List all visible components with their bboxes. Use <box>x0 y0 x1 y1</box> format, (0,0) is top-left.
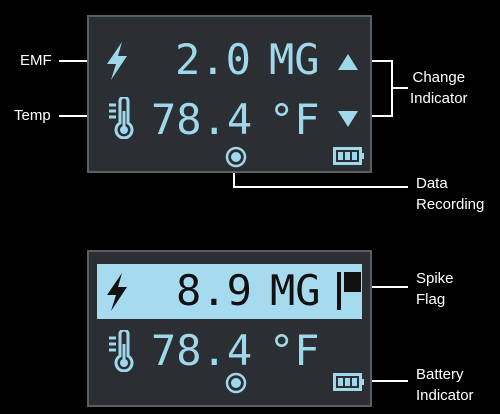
flag-icon <box>337 272 361 310</box>
change-indicator-bracket <box>366 60 408 117</box>
change-indicator-label: Change Indicator <box>410 67 468 109</box>
display-screen-normal: 2.0 MG 78.4 °F <box>87 15 372 173</box>
battery-indicator-label-line2: Indicator <box>416 387 474 404</box>
spike-emf-value: 8.9 <box>176 266 252 315</box>
data-recording-label-line1: Data <box>416 175 448 192</box>
battery-icon <box>333 147 364 165</box>
spike-flag-label: Spike Flag <box>416 268 454 310</box>
temp-unit: °F <box>269 326 320 375</box>
lightning-bolt-icon <box>107 273 127 311</box>
thermometer-icon <box>109 330 134 372</box>
record-dot-icon <box>225 372 247 394</box>
thermometer-icon <box>109 97 134 139</box>
temp-unit: °F <box>269 95 320 144</box>
emf-unit: MG <box>269 35 320 84</box>
data-recording-label-line2: Recording <box>416 196 485 213</box>
spike-emf-unit: MG <box>270 266 321 315</box>
change-indicator-label-line2: Indicator <box>410 90 468 107</box>
lightning-bolt-icon <box>107 42 127 80</box>
battery-icon <box>333 373 364 391</box>
spike-highlight-band: 8.9 MG <box>97 264 362 319</box>
temp-value: 78.4 <box>151 326 253 375</box>
spike-flag-label-line1: Spike <box>416 270 454 287</box>
data-recording-label: Data Recording <box>416 173 484 215</box>
change-indicator-label-line1: Change <box>412 69 466 86</box>
record-dot-icon <box>225 146 247 168</box>
emf-label: EMF <box>20 52 52 69</box>
spike-flag-label-line2: Flag <box>416 291 446 308</box>
triangle-down-icon <box>338 111 358 127</box>
display-screen-spike: 8.9 MG 78.4 °F <box>87 250 372 407</box>
battery-indicator-label: Battery Indicator <box>416 364 474 406</box>
temp-label: Temp <box>14 107 51 124</box>
emf-value: 2.0 <box>175 35 251 84</box>
triangle-up-icon <box>338 54 358 70</box>
temp-value: 78.4 <box>151 95 253 144</box>
battery-indicator-label-line1: Battery <box>416 366 464 383</box>
